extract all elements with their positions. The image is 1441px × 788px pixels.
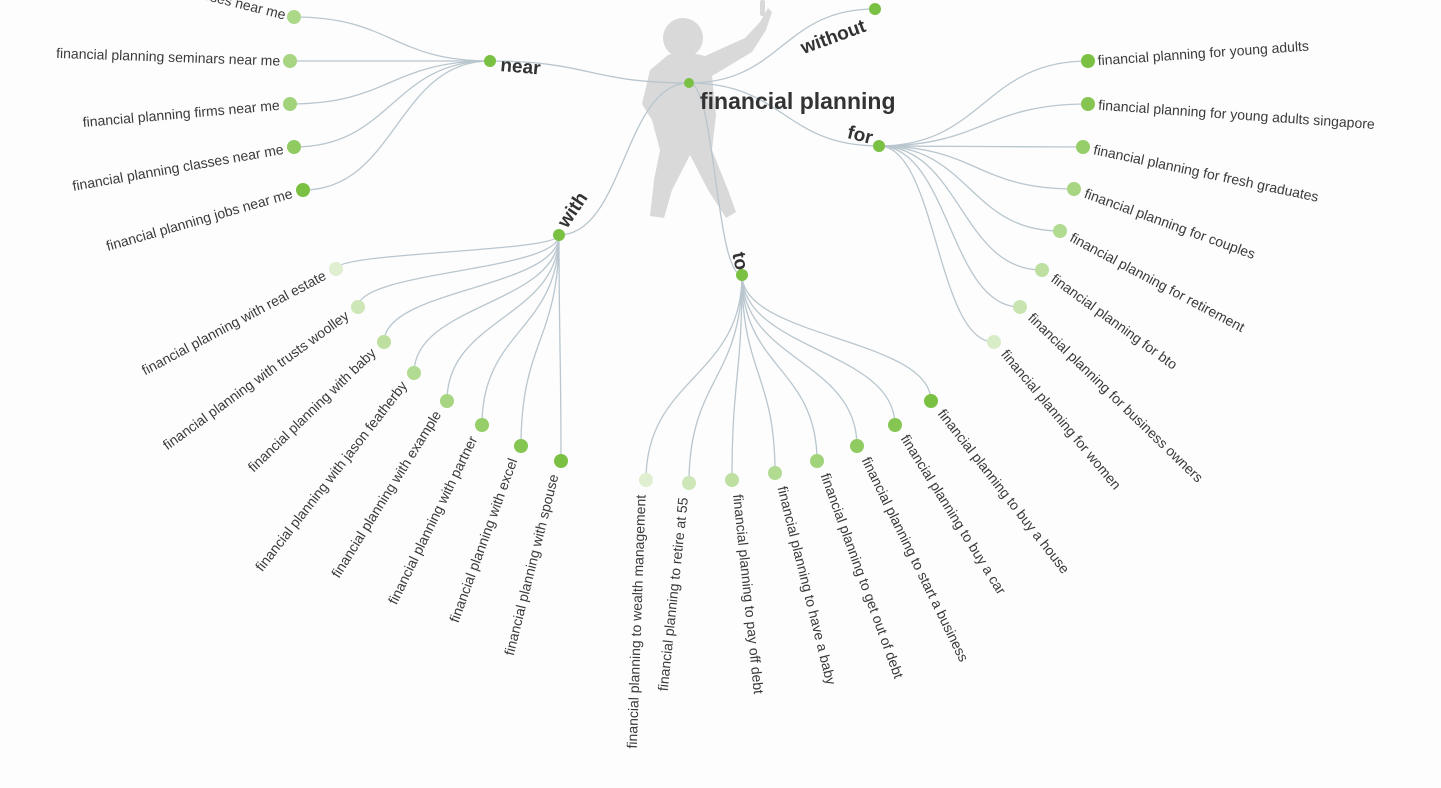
labels-layer: financial planning near financial planning… (56, 0, 1376, 749)
leaf-node[interactable] (287, 140, 301, 154)
leaf-node[interactable] (283, 54, 297, 68)
leaf-link (741, 274, 932, 402)
root-node[interactable] (684, 78, 694, 88)
leaf-node[interactable] (351, 300, 365, 314)
leaf-label[interactable]: financial planning with jason featherby (252, 378, 410, 574)
leaf-node[interactable] (329, 262, 343, 276)
leaf-link (558, 234, 562, 462)
branch-label-to[interactable]: to (727, 250, 751, 272)
leaf-node[interactable] (296, 183, 310, 197)
leaf-node[interactable] (639, 473, 653, 487)
leaf-node[interactable] (768, 466, 782, 480)
leaf-link (645, 274, 743, 481)
leaf-label[interactable]: financial planning with spouse (501, 472, 562, 657)
leaf-label[interactable]: financial planning firms near me (82, 97, 281, 130)
leaf-label[interactable]: financial planning for young adults sing… (1098, 97, 1376, 132)
leaf-node[interactable] (1013, 300, 1027, 314)
branch-label-near[interactable]: near (500, 55, 542, 79)
leaf-node[interactable] (514, 439, 528, 453)
leaf-node[interactable] (924, 394, 938, 408)
branch-node-to[interactable] (736, 269, 748, 281)
leaf-link (335, 234, 560, 270)
leaf-label[interactable]: financial planning classes near me (71, 141, 285, 194)
leaf-node[interactable] (1076, 140, 1090, 154)
root-label[interactable]: financial planning (700, 88, 896, 114)
leaf-link (878, 145, 1043, 271)
branch-label-with[interactable]: with (553, 189, 592, 233)
branch-label-without[interactable]: without (797, 16, 869, 59)
nodes-layer (283, 3, 1095, 490)
leaf-link (741, 274, 776, 474)
leaf-link (688, 274, 743, 484)
branch-link-for (688, 82, 880, 147)
person-silhouette-icon (642, 0, 772, 218)
leaf-node[interactable] (850, 439, 864, 453)
leaf-label[interactable]: financial planning seminars near me (56, 45, 281, 69)
leaf-label[interactable]: financial planning with example (328, 407, 444, 580)
leaf-link (878, 145, 1075, 190)
branch-link-without (688, 8, 876, 84)
branch-link-to (688, 82, 743, 276)
branch-link-near (489, 60, 690, 84)
leaf-link (741, 274, 896, 426)
leaf-node[interactable] (810, 454, 824, 468)
branch-node-without[interactable] (869, 3, 881, 15)
leaf-node[interactable] (1035, 263, 1049, 277)
branch-node-near[interactable] (484, 55, 496, 67)
leaf-node[interactable] (1067, 182, 1081, 196)
leaf-label[interactable]: financial planning for women (998, 346, 1124, 492)
leaf-node[interactable] (1081, 97, 1095, 111)
leaf-node[interactable] (725, 473, 739, 487)
leaf-link (302, 60, 491, 191)
leaf-node[interactable] (1053, 224, 1067, 238)
leaf-node[interactable] (283, 97, 297, 111)
leaf-label[interactable]: financial planning to retire at 55 (655, 496, 691, 691)
leaf-node[interactable] (554, 454, 568, 468)
leaf-link (520, 234, 560, 447)
leaf-link (413, 234, 560, 374)
branch-node-for[interactable] (873, 140, 885, 152)
leaf-node[interactable] (682, 476, 696, 490)
leaf-label[interactable]: financial planning to pay off debt (730, 494, 767, 695)
leaf-link (878, 60, 1089, 147)
leaf-link (878, 145, 1084, 148)
leaf-link (293, 16, 491, 62)
leaf-label[interactable]: financial planning to have a baby (775, 485, 840, 687)
branch-node-with[interactable] (553, 229, 565, 241)
branch-link-with (558, 82, 690, 236)
leaf-link (878, 145, 1021, 308)
leaf-link (383, 234, 560, 343)
leaf-label[interactable]: financial planning for young adults (1097, 38, 1309, 69)
connector-lines (289, 8, 1089, 484)
leaf-link (289, 60, 491, 105)
leaf-link (731, 274, 743, 481)
leaf-link (741, 274, 858, 447)
leaf-node[interactable] (475, 418, 489, 432)
leaf-node[interactable] (407, 366, 421, 380)
leaf-link (741, 274, 818, 462)
leaf-link (878, 103, 1089, 147)
leaf-label[interactable]: financial planning courses near me (74, 0, 288, 23)
leaf-label[interactable]: financial planning for fresh graduates (1092, 141, 1320, 204)
leaf-label[interactable]: financial planning to wealth management (624, 494, 649, 748)
leaf-label[interactable]: financial planning jobs near me (104, 185, 294, 254)
leaf-label[interactable]: financial planning with real estate (139, 267, 329, 378)
leaf-node[interactable] (1081, 54, 1095, 68)
leaf-link (357, 234, 560, 308)
leaf-link (481, 234, 560, 426)
leaf-label[interactable]: financial planning to buy a house (935, 406, 1073, 577)
leaf-node[interactable] (888, 418, 902, 432)
leaf-link (878, 145, 995, 343)
leaf-link (293, 60, 491, 148)
branch-label-for[interactable]: for (845, 122, 875, 149)
leaf-node[interactable] (377, 335, 391, 349)
leaf-link (878, 145, 1061, 232)
leaf-node[interactable] (987, 335, 1001, 349)
leaf-label[interactable]: financial planning with trusts woolley (160, 307, 352, 453)
leaf-node[interactable] (440, 394, 454, 408)
leaf-node[interactable] (287, 10, 301, 24)
leaf-link (446, 234, 560, 402)
